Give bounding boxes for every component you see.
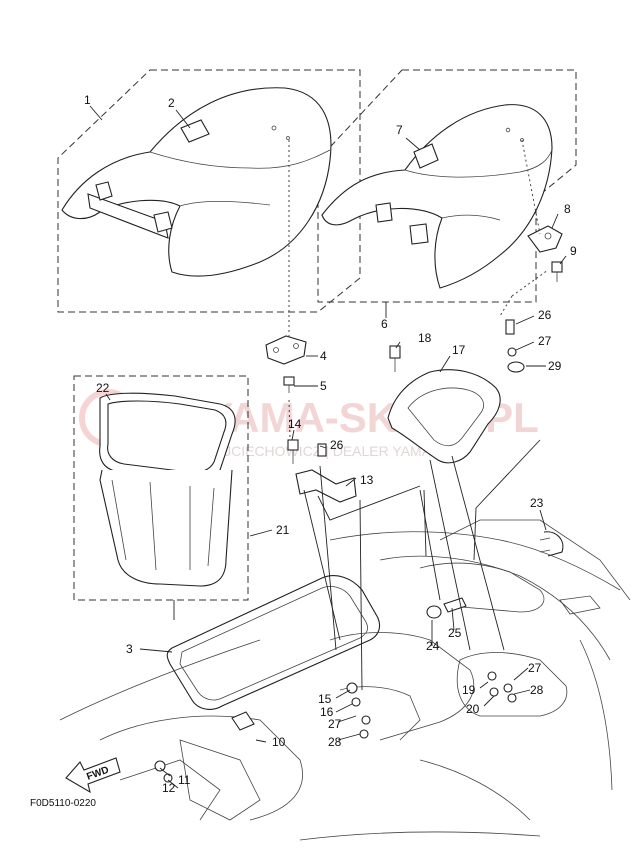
callout-23: 23 — [530, 496, 544, 510]
callout-5: 5 — [320, 379, 327, 393]
mounting-guides — [173, 139, 549, 691]
hull-deck — [59, 519, 631, 841]
callout-10: 10 — [272, 735, 286, 749]
callout-11: 11 — [178, 773, 191, 787]
callout-3: 3 — [126, 642, 133, 656]
callout-19: 19 — [462, 683, 476, 697]
diagram-code: F0D5110-0220 — [30, 798, 96, 809]
storage-bin — [99, 392, 236, 587]
callout-17: 17 — [452, 343, 466, 357]
callout-27-side: 27 — [528, 661, 542, 675]
callout-4: 4 — [320, 349, 327, 363]
leader-lines — [89, 105, 567, 789]
callout-6: 6 — [381, 317, 388, 331]
latch-bolt — [551, 261, 563, 282]
hull-hardware — [154, 597, 517, 783]
storage-tray — [387, 369, 501, 464]
rear-pin-hardware — [505, 319, 525, 373]
seat-front-group-box — [57, 69, 361, 313]
rear-seat — [321, 104, 553, 289]
callout-1: 1 — [84, 93, 91, 107]
callouts: 1 2 3 4 5 6 7 8 9 10 11 12 13 14 15 16 1… — [84, 93, 577, 795]
mount-bracket — [287, 439, 357, 503]
callout-25: 25 — [448, 626, 462, 640]
seat-seal-frame — [166, 575, 381, 710]
storage-bin-group-box — [73, 375, 249, 601]
callout-14: 14 — [288, 417, 302, 431]
callout-9: 9 — [570, 244, 577, 258]
callout-20: 20 — [466, 702, 480, 716]
callout-24: 24 — [426, 639, 440, 653]
callout-18: 18 — [418, 331, 432, 345]
callout-27-hull: 27 — [328, 717, 342, 731]
callout-26-rear: 26 — [538, 308, 552, 322]
callout-21: 21 — [276, 523, 290, 537]
callout-7: 7 — [396, 123, 403, 137]
callout-28-side: 28 — [530, 683, 544, 697]
callout-2: 2 — [168, 96, 175, 110]
bracket-bolt — [283, 376, 295, 393]
forward-arrow: FWD — [65, 757, 121, 794]
seat-latch-hook — [527, 225, 563, 253]
callout-29: 29 — [548, 359, 562, 373]
callout-13: 13 — [360, 473, 374, 487]
callout-27-rear: 27 — [538, 334, 552, 348]
tray-bolt — [389, 345, 401, 372]
callout-15: 15 — [318, 692, 332, 706]
callout-8: 8 — [564, 202, 571, 216]
callout-22: 22 — [96, 381, 110, 395]
callout-16: 16 — [320, 705, 334, 719]
seat-hook-bracket — [265, 335, 307, 365]
callout-28-hull: 28 — [328, 735, 342, 749]
callout-26-bracket: 26 — [330, 438, 344, 452]
front-seat — [61, 87, 332, 277]
callout-12: 12 — [162, 781, 176, 795]
